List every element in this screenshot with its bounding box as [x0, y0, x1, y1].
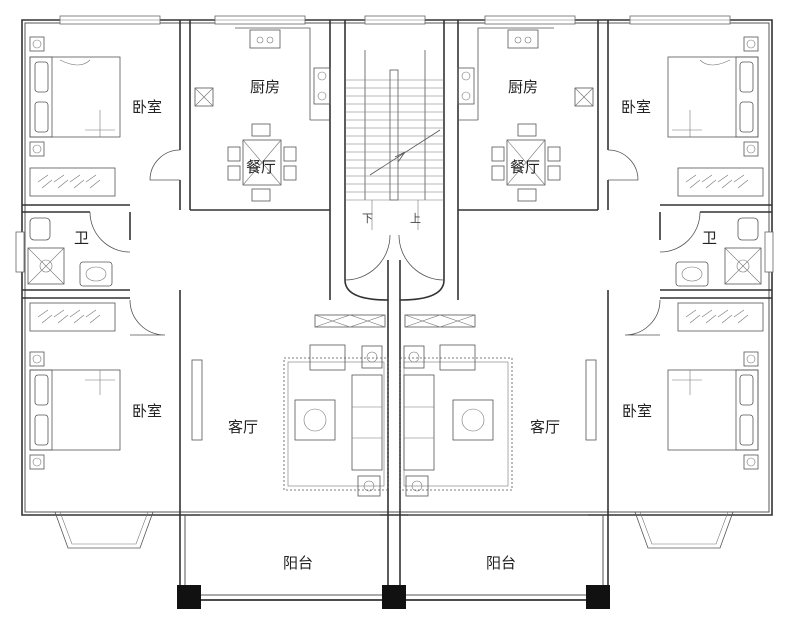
label-living-left: 客厅 — [228, 418, 258, 436]
staircase: 下 上 — [345, 50, 444, 230]
bed-lower-left — [29, 351, 121, 470]
bed-upper-right — [667, 36, 759, 157]
dining-table-left — [227, 123, 297, 202]
bed-upper-left — [29, 36, 121, 157]
label-dining-right: 餐厅 — [510, 158, 540, 176]
wardrobe-lower-left — [29, 302, 116, 332]
coffee-table-right — [452, 399, 494, 441]
dining-table-right — [491, 123, 561, 202]
label-balcony-left: 阳台 — [283, 554, 313, 572]
stair-down-label: 下 — [362, 212, 373, 225]
label-bedroom-upper-right: 卧室 — [621, 98, 651, 116]
bathroom-right — [675, 217, 774, 287]
label-living-right: 客厅 — [530, 418, 560, 436]
bay-window-left — [54, 511, 154, 549]
label-bath-left: 卫 — [74, 229, 89, 247]
kitchen-right — [457, 27, 594, 121]
bed-lower-right — [667, 351, 759, 470]
coffee-table-left — [294, 399, 336, 441]
label-bedroom-lower-left: 卧室 — [132, 402, 162, 420]
doors — [89, 149, 701, 336]
wardrobe-lower-right — [677, 302, 764, 332]
top-windows — [59, 15, 731, 25]
tv-cabinet-left — [191, 359, 203, 441]
bay-window-right — [634, 511, 734, 549]
label-dining-left: 餐厅 — [246, 158, 276, 176]
label-bath-right: 卫 — [702, 229, 717, 247]
kitchen-left — [194, 27, 331, 121]
wardrobe-upper-right — [677, 167, 764, 197]
label-bedroom-upper-left: 卧室 — [132, 98, 162, 116]
entry-cabinets — [314, 314, 476, 328]
label-bedroom-lower-right: 卧室 — [622, 402, 652, 420]
rug-left — [283, 357, 389, 491]
label-kitchen-left: 厨房 — [250, 78, 280, 96]
outer-walls — [21, 19, 773, 516]
sofa-left — [309, 344, 383, 497]
sofa-right — [403, 344, 476, 497]
room-labels: 卧室 厨房 餐厅 厨房 餐厅 卧室 卫 卫 卧室 客厅 客厅 卧室 阳台 阳台 — [74, 78, 717, 572]
label-balcony-right: 阳台 — [486, 554, 516, 572]
columns — [177, 585, 610, 609]
wardrobe-upper-left — [29, 167, 116, 197]
label-kitchen-right: 厨房 — [508, 78, 538, 96]
bathroom-left — [15, 217, 113, 287]
stair-up-label: 上 — [410, 212, 421, 225]
tv-cabinet-right — [585, 359, 597, 441]
